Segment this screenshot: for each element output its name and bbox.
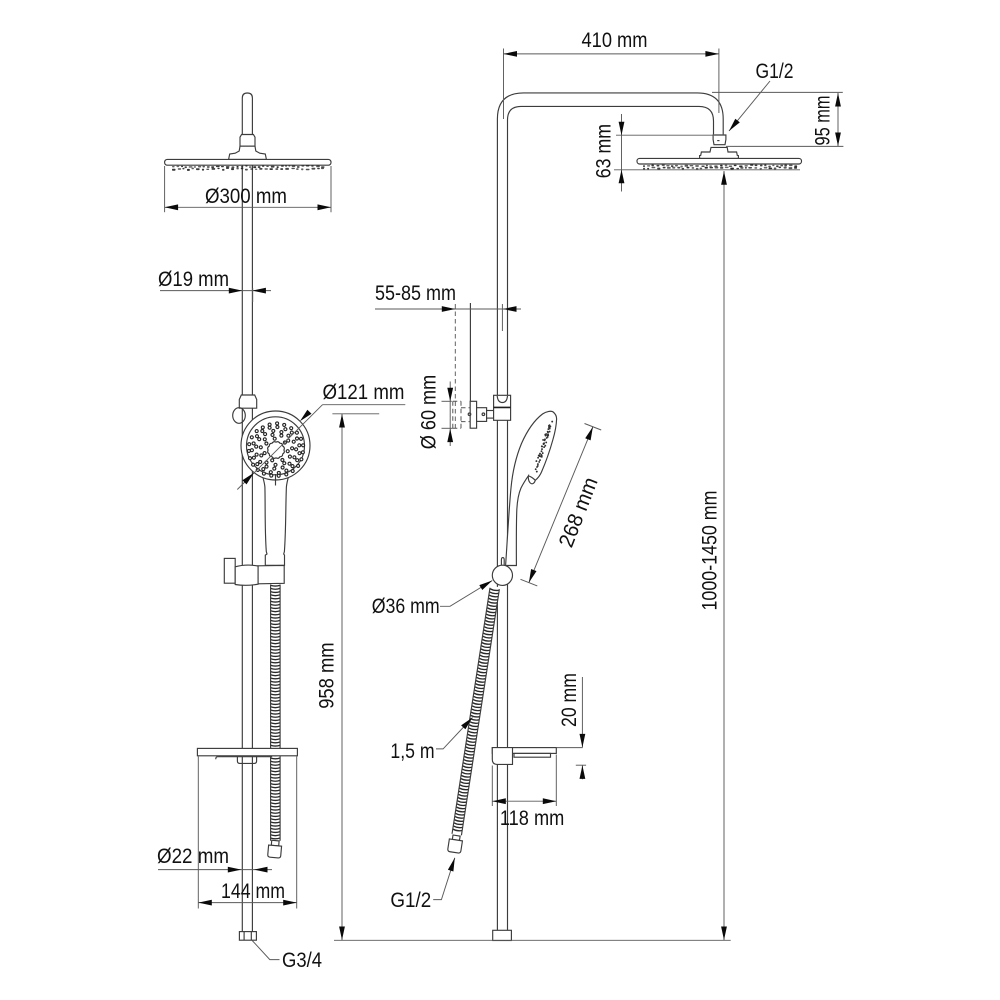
svg-text:Ø22 mm: Ø22 mm (157, 845, 229, 868)
svg-text:118 mm: 118 mm (500, 807, 564, 830)
svg-text:Ø300 mm: Ø300 mm (205, 185, 287, 208)
svg-text:20 mm: 20 mm (558, 673, 581, 727)
svg-text:410 mm: 410 mm (582, 29, 648, 52)
svg-text:Ø121 mm: Ø121 mm (323, 381, 405, 404)
svg-text:G1/2: G1/2 (390, 889, 431, 912)
svg-text:1000-1450 mm: 1000-1450 mm (699, 491, 722, 611)
svg-text:G3/4: G3/4 (282, 949, 322, 972)
svg-text:G1/2: G1/2 (756, 60, 794, 83)
svg-text:Ø19 mm: Ø19 mm (158, 268, 229, 291)
svg-text:55-85 mm: 55-85 mm (375, 282, 456, 305)
svg-text:Ø 60 mm: Ø 60 mm (417, 375, 440, 449)
svg-text:1,5 m: 1,5 m (390, 740, 434, 763)
svg-text:63 mm: 63 mm (592, 124, 615, 178)
svg-text:958 mm: 958 mm (316, 642, 339, 708)
svg-text:144 mm: 144 mm (221, 880, 285, 903)
svg-text:Ø36 mm: Ø36 mm (372, 595, 440, 618)
svg-text:95 mm: 95 mm (811, 96, 834, 146)
